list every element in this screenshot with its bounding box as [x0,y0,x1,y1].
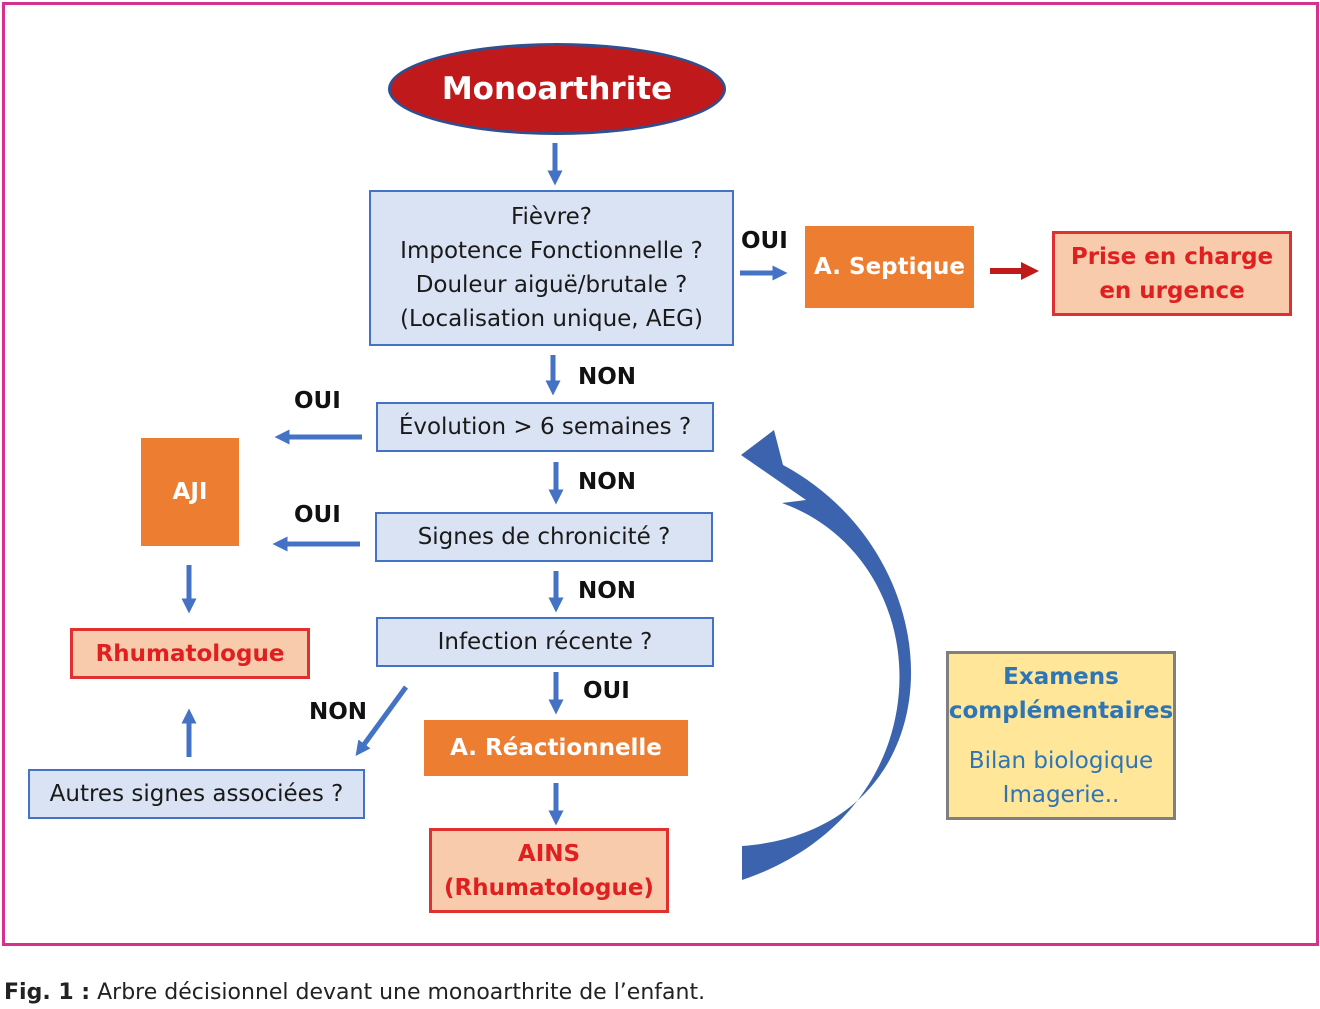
aji-box: AJI [141,438,239,546]
autres-signes-box: Autres signes associées ? [28,769,365,819]
evolution-box: Évolution > 6 semaines ? [376,402,714,452]
label-non-3: NON [578,578,637,604]
title-oval: Monoarthrite [388,43,726,135]
examens-box: Examens complémentaires Bilan biologique… [946,651,1176,820]
label-oui-septique: OUI [741,228,788,254]
caption-prefix: Fig. 1 : [4,980,91,1005]
examens-item-1: Bilan biologique [968,747,1154,774]
label-oui-evolution: OUI [294,388,341,414]
septique-box: A. Septique [805,226,974,308]
arrow-infection-to-autres [355,685,409,757]
caption-text: Arbre décisionnel devant une monoarthrit… [90,980,706,1005]
q1-line-1: Fièvre? [510,204,593,230]
ains-box: AINS (Rhumatologue) [429,828,669,913]
urgence-line-1: Prise en charge [1070,243,1274,270]
urgence-line-2: en urgence [1099,277,1245,304]
ains-line-1: AINS [517,840,581,867]
q1-line-4: (Localisation unique, AEG) [400,306,703,332]
chronicite-box: Signes de chronicité ? [375,512,713,562]
q1-line-3: Douleur aiguë/brutale ? [415,272,688,298]
ains-line-2: (Rhumatologue) [444,874,654,901]
examens-heading-1: Examens [1003,663,1119,690]
label-non-2: NON [578,469,637,495]
figure-frame [2,2,1319,946]
label-non-1: NON [578,364,637,390]
q1-line-2: Impotence Fonctionnelle ? [400,238,703,264]
label-non-infection: NON [309,699,368,725]
figure-caption: Fig. 1 : Arbre décisionnel devant une mo… [4,980,705,1005]
urgence-box: Prise en charge en urgence [1052,231,1292,316]
label-oui-infection: OUI [583,678,630,704]
curved-return-arrow [741,430,912,880]
examens-item-2: Imagerie.. [1002,781,1120,808]
rhumatologue-box: Rhumatologue [70,628,310,679]
examens-heading-2: complémentaires [948,697,1174,724]
infection-box: Infection récente ? [376,617,714,667]
label-oui-chronicite: OUI [294,502,341,528]
reactionnelle-box: A. Réactionnelle [424,720,688,776]
question-fever-box: Fièvre? Impotence Fonctionnelle ? Douleu… [369,190,734,346]
